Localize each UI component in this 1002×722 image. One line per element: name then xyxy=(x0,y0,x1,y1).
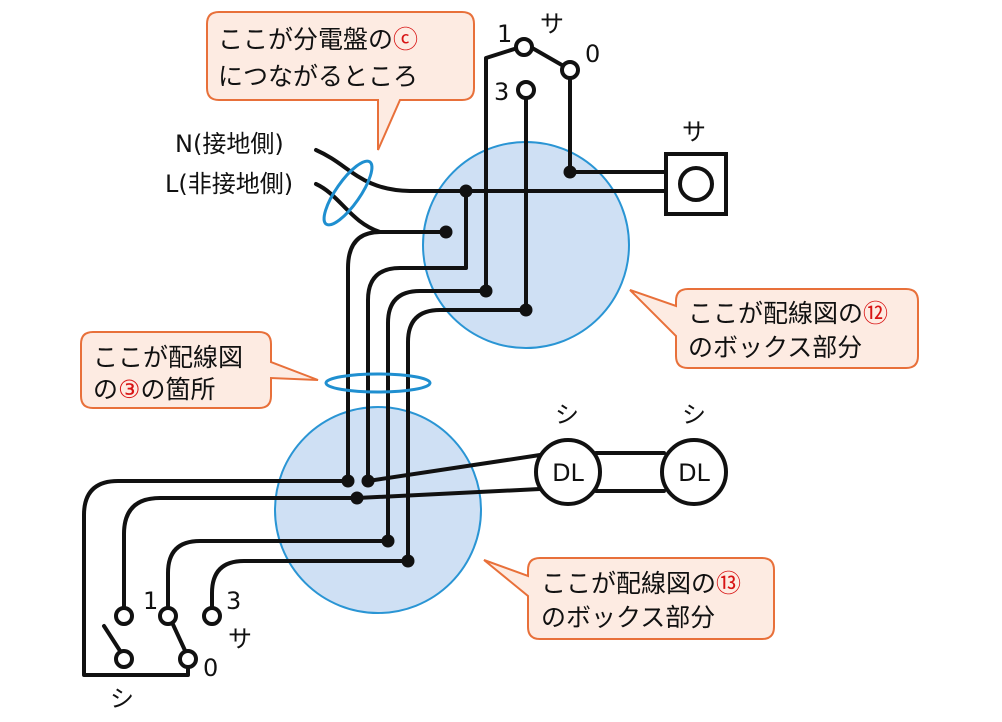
dl-feed-wire-1 xyxy=(366,453,542,483)
cable-wire-common xyxy=(386,289,488,543)
callout-box12-mark: ⑫ xyxy=(863,299,888,328)
bottom-switch-terminal-1b xyxy=(158,606,178,626)
top-switch-terminal-0 xyxy=(560,60,580,80)
junction-dot xyxy=(350,491,364,505)
callout-panel-line2: につながるところ xyxy=(218,62,418,91)
junction-dot xyxy=(341,474,355,488)
lamp-sa-label: サ xyxy=(682,118,706,146)
top-switch-terminal-3 xyxy=(516,80,536,100)
cable-ring xyxy=(324,372,432,394)
bottom-switch-label-1: 1 xyxy=(143,587,158,615)
callout-box13-bubble xyxy=(483,557,775,640)
callout-box12-line1: ここが配線図の⑫ xyxy=(688,299,888,328)
cable-wire-traveler xyxy=(406,308,528,563)
bottom-common-wire xyxy=(166,539,390,616)
dl2-text: DL xyxy=(678,459,710,487)
l-wire-label: L(非接地側) xyxy=(165,170,293,198)
dl1-text: DL xyxy=(552,459,584,487)
callout-box13-mark: ⑬ xyxy=(716,569,741,598)
callout-box12-bubble xyxy=(629,288,919,369)
callout-panel-bubble xyxy=(206,11,475,151)
top-switch-lamp-wire xyxy=(568,68,668,174)
bottom-switch-label-3: 3 xyxy=(226,587,241,615)
junction-box-13 xyxy=(274,406,482,614)
junction-dot xyxy=(519,303,533,317)
callout-box13-line2: のボックス部分 xyxy=(541,603,715,632)
callout-panel-mark: ⓒ xyxy=(393,25,418,54)
bottom-live-wire xyxy=(82,479,350,677)
junction-dot xyxy=(459,184,473,198)
callout-box12-text-a: ここが配線図の xyxy=(688,299,863,328)
top-switch-terminal-1 xyxy=(514,37,534,57)
callout-spot3-mark: ③ xyxy=(118,375,140,404)
junction-dot xyxy=(361,474,375,488)
callout-spot3-line2: の③の箇所 xyxy=(93,375,215,404)
junction-dot xyxy=(381,534,395,548)
bottom-switch-label-sa: サ xyxy=(228,625,252,653)
callout-box13-line1: ここが配線図の⑬ xyxy=(541,569,741,598)
bottom-switch-terminal-3 xyxy=(202,606,222,626)
bottom-dl-wire xyxy=(122,496,359,616)
callout-spot3-pre: の xyxy=(93,375,118,404)
callout-panel-text-a: ここが分電盤の xyxy=(218,25,393,54)
bottom-switch-terminal-shi-0 xyxy=(114,649,134,669)
top-switch-label-1: 1 xyxy=(497,20,512,48)
dl-lamp-2 xyxy=(660,438,728,506)
dl1-symbol-label: シ xyxy=(555,401,579,429)
dl-lamp-1 xyxy=(534,438,602,506)
callout-spot3-post: の箇所 xyxy=(140,375,215,404)
top-switch-label-sa: サ xyxy=(540,10,564,38)
cable-wire-live xyxy=(346,230,448,483)
bottom-switch-terminal-sa-0 xyxy=(178,649,198,669)
callout-box12-line2: のボックス部分 xyxy=(688,333,862,362)
top-switch-label-3: 3 xyxy=(494,78,509,106)
n-wire-label: N(接地側) xyxy=(175,130,284,158)
callout-panel-line1: ここが分電盤のⓒ xyxy=(218,25,418,54)
cable-wire-neutral xyxy=(366,189,468,483)
junction-dot xyxy=(479,284,493,298)
dl2-symbol-label: シ xyxy=(682,401,706,429)
dl-feed-wire-2 xyxy=(355,487,542,500)
callout-spot3-bubble xyxy=(80,331,319,409)
top-switch-label-0: 0 xyxy=(585,40,600,68)
top-switch-common-wire xyxy=(484,43,529,293)
neutral-wire xyxy=(314,148,668,193)
lamp-sa-circle xyxy=(678,166,714,202)
junction-dot xyxy=(563,165,577,179)
feed-cable-ring xyxy=(322,159,374,227)
bottom-switch-label-shi: シ xyxy=(110,685,134,713)
callout-box13-text-a: ここが配線図の xyxy=(541,569,716,598)
bottom-switch-terminal-1a xyxy=(114,606,134,626)
callout-spot3-line1: ここが配線図 xyxy=(93,343,243,372)
junction-dot xyxy=(401,554,415,568)
bottom-switch-label-0: 0 xyxy=(203,654,218,682)
junction-dot xyxy=(439,225,453,239)
bottom-traveler-wire xyxy=(210,559,410,616)
